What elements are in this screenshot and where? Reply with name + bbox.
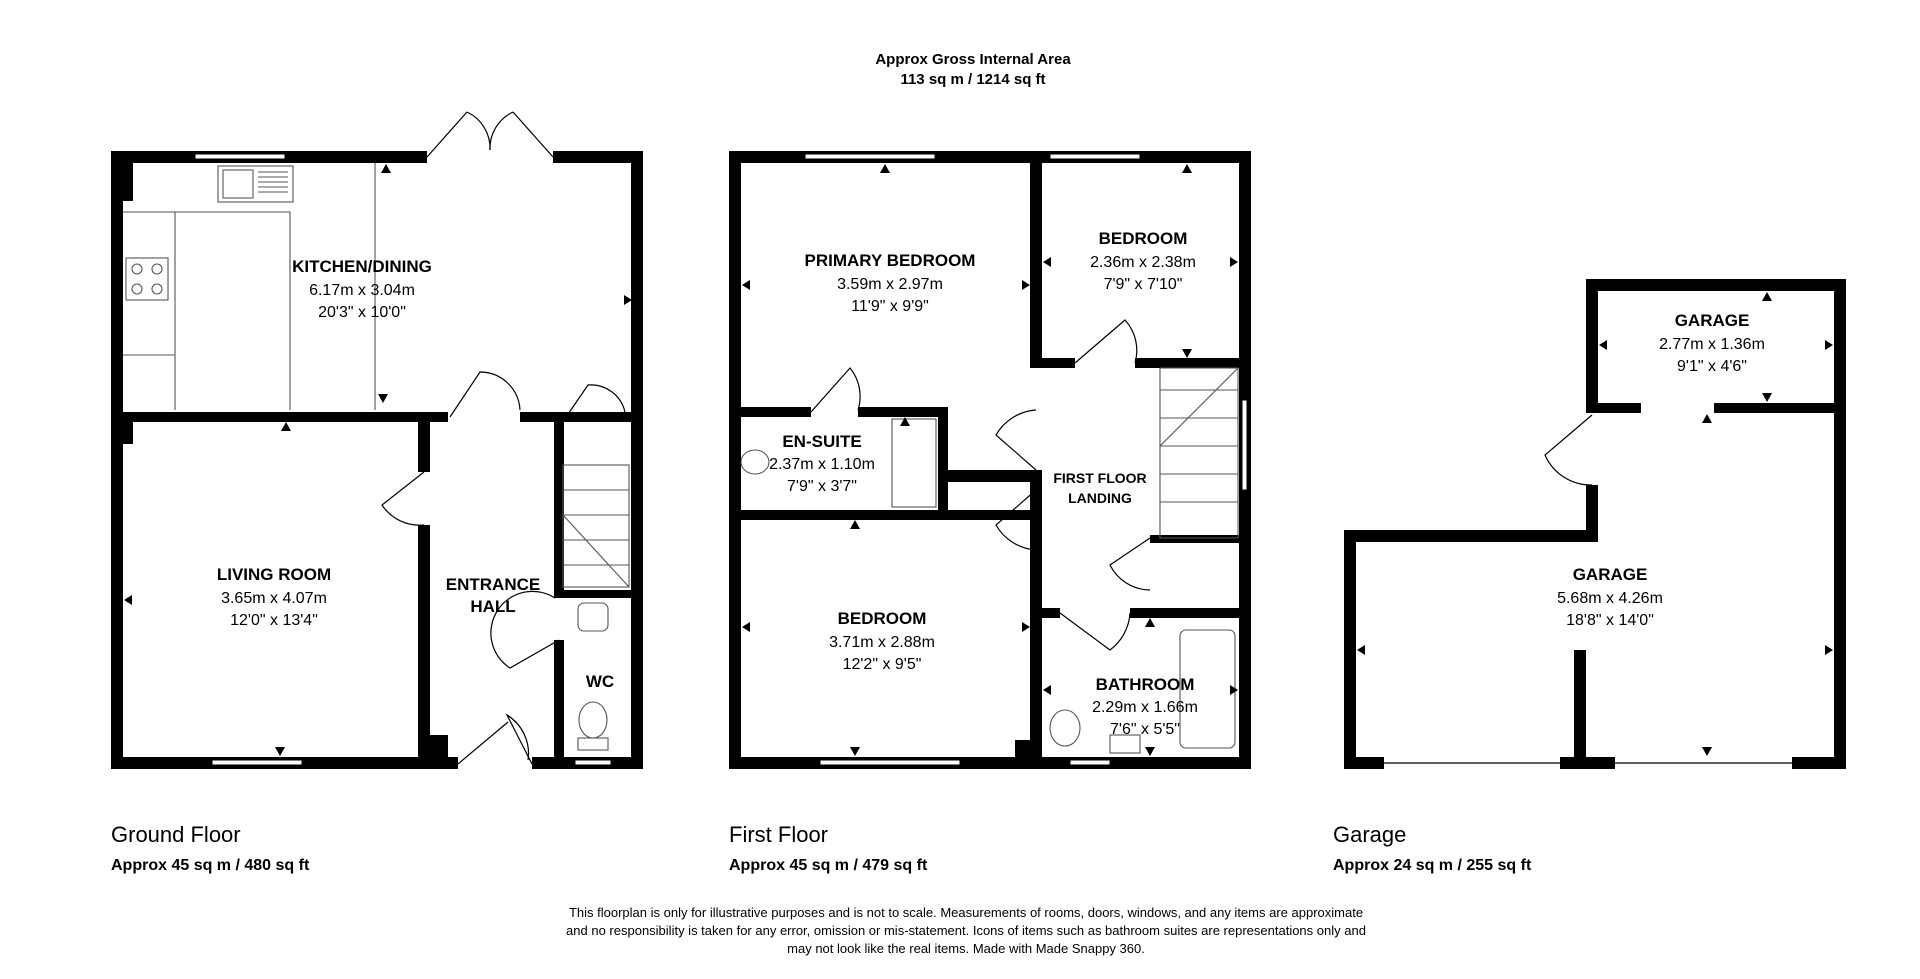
room-name-bedroom-large: BEDROOM xyxy=(838,609,927,628)
room-imperial-ensuite: 7'9" x 3'7" xyxy=(787,478,857,495)
room-name-landing-1: FIRST FLOOR xyxy=(1053,470,1146,486)
room-imperial-bedroom-small: 7'9" x 7'10" xyxy=(1104,276,1183,293)
disclaimer-line-2: and no responsibility is taken for any e… xyxy=(566,923,1366,938)
floor-area-ground: Approx 45 sq m / 480 sq ft xyxy=(111,857,310,874)
first-floor-plan xyxy=(729,151,1251,769)
room-imperial-garage-store: 9'1" x 4'6" xyxy=(1677,358,1747,375)
room-name-kitchen: KITCHEN/DINING xyxy=(292,257,432,276)
room-name-primary-bedroom: PRIMARY BEDROOM xyxy=(805,251,976,270)
room-metric-garage-main: 5.68m x 4.26m xyxy=(1557,590,1663,607)
room-imperial-bedroom-large: 12'2" x 9'5" xyxy=(843,656,922,673)
room-imperial-primary-bedroom: 11'9" x 9'9" xyxy=(851,298,929,315)
gross-area-title: Approx Gross Internal Area xyxy=(875,51,1071,68)
room-name-bathroom: BATHROOM xyxy=(1096,675,1195,694)
room-imperial-garage-main: 18'8" x 14'0" xyxy=(1566,612,1654,629)
room-imperial-living: 12'0" x 13'4" xyxy=(230,612,318,629)
room-name-ensuite: EN-SUITE xyxy=(782,432,861,451)
floor-name-first: First Floor xyxy=(729,822,828,847)
floor-area-first: Approx 45 sq m / 479 sq ft xyxy=(729,857,928,874)
room-metric-kitchen: 6.17m x 3.04m xyxy=(309,282,415,299)
room-name-garage-main: GARAGE xyxy=(1573,565,1648,584)
disclaimer-line-1: This floorplan is only for illustrative … xyxy=(569,905,1363,920)
room-metric-ensuite: 2.37m x 1.10m xyxy=(769,456,875,473)
room-metric-bathroom: 2.29m x 1.66m xyxy=(1092,699,1198,716)
room-metric-primary-bedroom: 3.59m x 2.97m xyxy=(837,276,943,293)
room-name-garage-store: GARAGE xyxy=(1675,311,1750,330)
room-name-landing-2: LANDING xyxy=(1068,490,1132,506)
room-imperial-kitchen: 20'3" x 10'0" xyxy=(318,304,406,321)
room-imperial-bathroom: 7'6" x 5'5" xyxy=(1110,721,1180,738)
gross-area-value: 113 sq m / 1214 sq ft xyxy=(900,71,1045,88)
floor-name-ground: Ground Floor xyxy=(111,822,241,847)
room-metric-garage-store: 2.77m x 1.36m xyxy=(1659,336,1765,353)
room-metric-bedroom-small: 2.36m x 2.38m xyxy=(1090,254,1196,271)
floor-area-garage: Approx 24 sq m / 255 sq ft xyxy=(1333,857,1532,874)
room-name-hall-2: HALL xyxy=(470,597,515,616)
room-metric-bedroom-large: 3.71m x 2.88m xyxy=(829,634,935,651)
room-name-living: LIVING ROOM xyxy=(217,565,331,584)
room-name-hall-1: ENTRANCE xyxy=(446,575,540,594)
floor-name-garage: Garage xyxy=(1333,822,1406,847)
garage-plan xyxy=(1344,279,1846,769)
room-name-wc: WC xyxy=(586,672,614,691)
room-name-bedroom-small: BEDROOM xyxy=(1099,229,1188,248)
ground-floor-plan xyxy=(111,111,643,769)
room-metric-living: 3.65m x 4.07m xyxy=(221,590,327,607)
disclaimer-line-3: may not look like the real items. Made w… xyxy=(787,941,1145,956)
